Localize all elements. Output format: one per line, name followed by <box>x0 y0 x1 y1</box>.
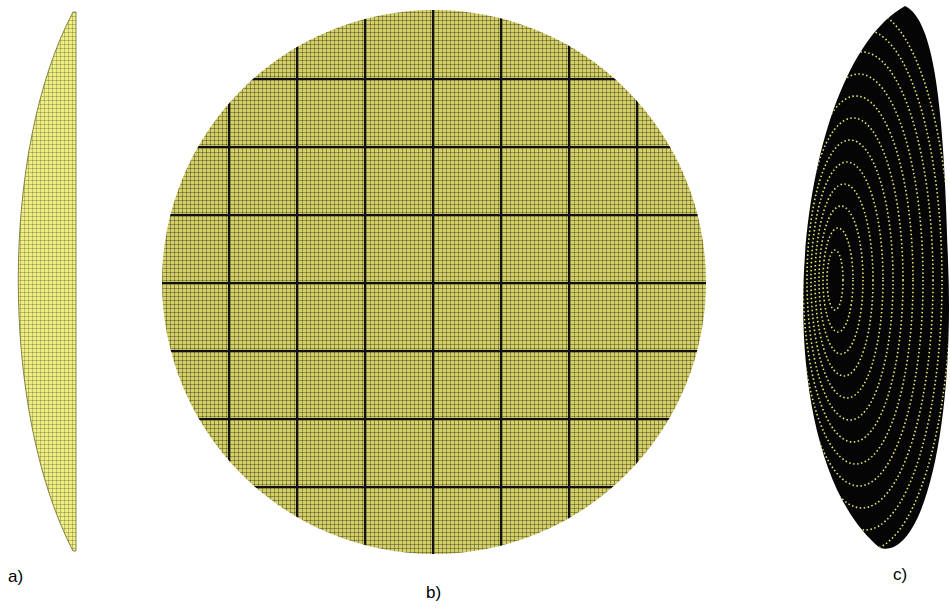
lens-side-mesh <box>0 10 80 555</box>
lens-front-mesh <box>150 0 720 560</box>
lens-perspective-mesh <box>785 6 950 550</box>
panel-label: c) <box>893 566 907 585</box>
panel-label: a) <box>8 568 23 587</box>
panel-label: b) <box>426 584 441 603</box>
